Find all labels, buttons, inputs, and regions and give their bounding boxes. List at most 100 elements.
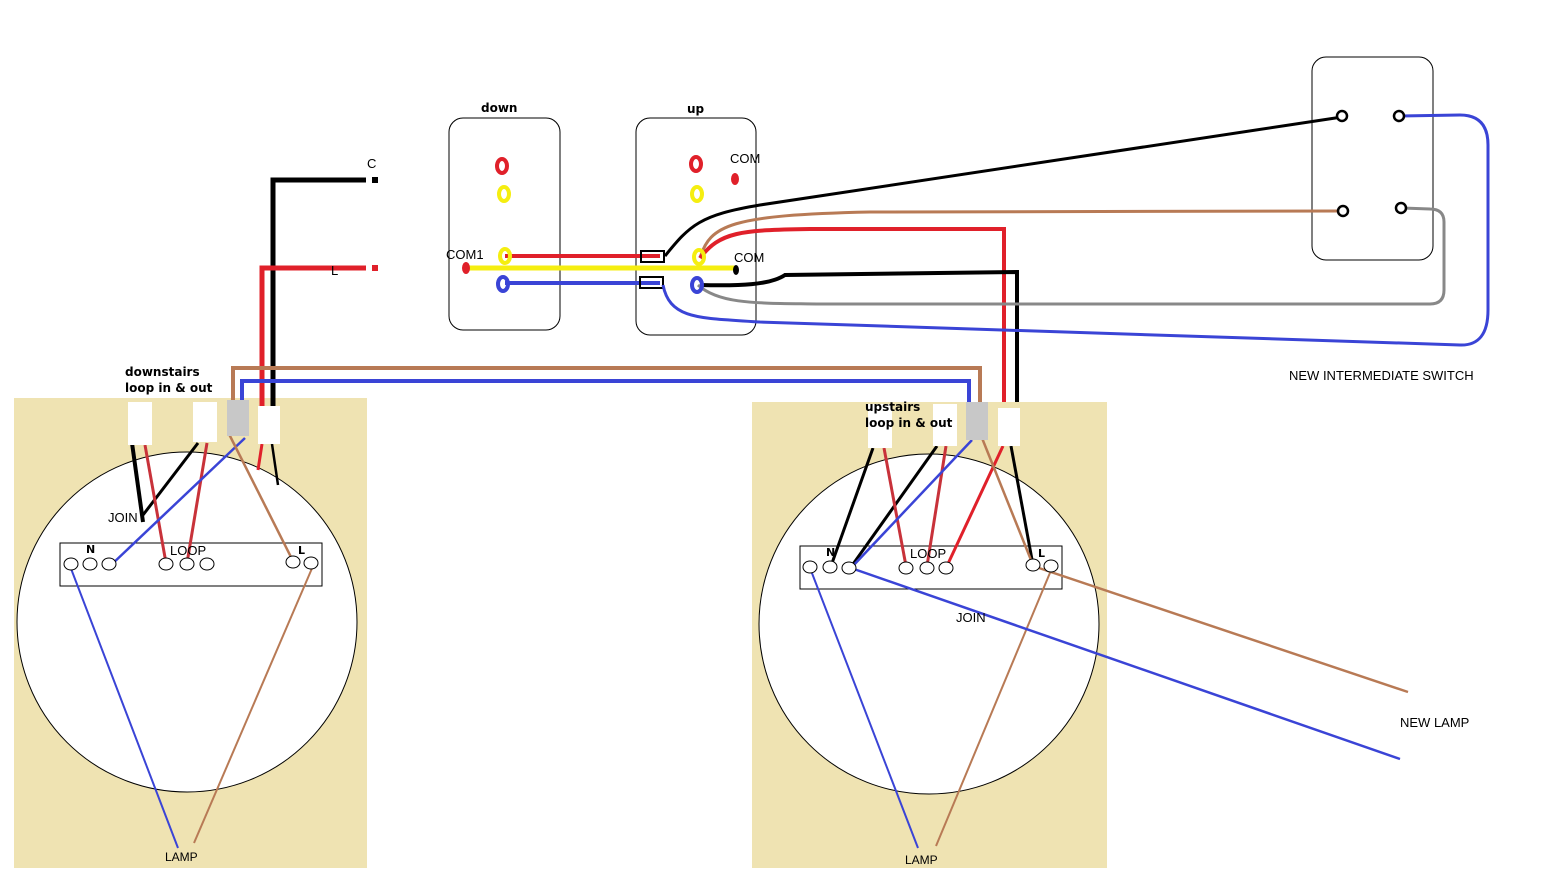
us-terminal-n1 <box>802 560 818 574</box>
us-terminal-n2 <box>822 560 838 574</box>
us-terminal-loop3 <box>938 561 954 575</box>
blue-link-wire <box>240 379 971 412</box>
us-connector-grey <box>966 402 988 440</box>
us-lamp-blue <box>809 567 919 849</box>
us-black-1 <box>829 447 875 567</box>
us-red-loop-1 <box>882 447 908 567</box>
up-com-terminal-black <box>733 265 739 275</box>
down-terminal-blue <box>496 275 510 293</box>
ds-red-loop-2 <box>185 442 209 564</box>
down-com1-terminal-red <box>462 262 470 274</box>
upstairs-lamp-label: LAMP <box>905 853 938 867</box>
connector-block-red <box>640 250 665 263</box>
up-black-wire-to-intermediate <box>663 115 1343 257</box>
feed-l-label: L <box>331 263 338 278</box>
downstairs-n-label: N <box>86 543 95 556</box>
down-switch-plate <box>448 117 561 331</box>
ds-terminal-l2 <box>303 556 319 570</box>
downstairs-title-line2: loop in & out <box>125 381 213 395</box>
ds-terminal-loop1 <box>158 557 174 571</box>
feed-c-label: C <box>367 156 376 171</box>
up-com-top-label: COM <box>730 151 760 166</box>
grey-wire-to-intermediate <box>696 206 1446 306</box>
intermediate-terminal-2 <box>1392 109 1406 123</box>
upstairs-title-line1: upstairs <box>865 400 920 414</box>
upstairs-title-line2: loop in & out <box>865 416 953 430</box>
up-switch-plate <box>635 117 757 336</box>
ds-terminal-n2 <box>82 557 98 571</box>
downstairs-l-label: L <box>298 544 305 557</box>
ds-lamp-blue <box>69 565 179 849</box>
us-terminal-loop2 <box>919 561 935 575</box>
down-terminal-com1 <box>498 247 512 265</box>
down-terminal-red <box>495 157 509 175</box>
ds-connector-1 <box>128 402 152 445</box>
intermediate-terminal-3 <box>1336 204 1350 218</box>
ds-lamp-brown <box>193 565 314 844</box>
up-black-wire <box>699 269 1019 402</box>
upstairs-l-label: L <box>1038 547 1045 560</box>
ds-black-join-1 <box>130 442 145 523</box>
us-lamp-brown <box>935 567 1053 847</box>
down-switch-label: down <box>481 101 517 115</box>
down-terminal-yellow <box>497 185 511 203</box>
downstairs-join-label: JOIN <box>108 510 138 525</box>
new-lamp-blue-wire <box>850 566 1401 761</box>
downstairs-lamp-label: LAMP <box>165 850 198 864</box>
us-connector-2 <box>933 404 957 446</box>
feed-red-wire <box>259 265 366 410</box>
feed-black-wire <box>270 177 366 410</box>
ds-terminals <box>63 555 319 571</box>
feed-red-end <box>372 265 378 271</box>
downstairs-title-line1: downstairs <box>125 365 200 379</box>
intermediate-switch-label: NEW INTERMEDIATE SWITCH <box>1289 368 1474 383</box>
ds-red-feed <box>256 443 264 471</box>
ds-connector-4 <box>258 406 280 444</box>
us-connector-1 <box>868 404 892 448</box>
ds-brown-live <box>227 433 295 562</box>
up-switch-label: up <box>687 102 705 116</box>
blue-wire-to-intermediate <box>661 113 1490 347</box>
ds-terminal-l1 <box>285 555 301 569</box>
intermediate-terminal-4 <box>1394 201 1408 215</box>
downstairs-loop-label: LOOP <box>170 543 206 558</box>
upstairs-join-label: JOIN <box>956 610 986 625</box>
us-terminal-l2 <box>1043 559 1059 573</box>
downstairs-ceiling-rose <box>16 451 358 793</box>
ds-black-feed <box>270 443 280 486</box>
ds-black-join-2 <box>141 442 200 516</box>
ds-terminal-n1 <box>63 557 79 571</box>
up-terminal-red <box>689 155 703 173</box>
intermediate-switch-plate <box>1311 56 1434 261</box>
up-com-terminal-red <box>731 173 739 185</box>
connector-block-blue <box>639 276 664 289</box>
ds-connector-2 <box>193 402 217 442</box>
up-red-wire <box>698 227 1006 402</box>
up-brown-wire-to-intermediate <box>698 209 1343 259</box>
us-terminal-loop1 <box>898 561 914 575</box>
us-terminal-l1 <box>1025 558 1041 572</box>
us-terminals <box>802 558 1059 575</box>
new-lamp-brown-wire <box>1032 564 1409 694</box>
ds-terminal-loop2 <box>179 557 195 571</box>
intermediate-terminal-1 <box>1335 109 1349 123</box>
us-blue-neutral <box>850 439 973 569</box>
us-terminal-n3 <box>841 561 857 575</box>
brown-link-wire <box>231 366 982 412</box>
us-brown-live <box>980 437 1035 566</box>
upstairs-loop-label: LOOP <box>910 546 946 561</box>
us-black-feed <box>1009 445 1035 566</box>
ds-connector-grey <box>227 400 249 436</box>
feed-black-end <box>372 177 378 183</box>
upstairs-n-label: N <box>826 546 835 559</box>
up-terminal-com <box>692 248 706 266</box>
upstairs-ceiling-rose <box>758 453 1100 795</box>
down-com1-label: COM1 <box>446 247 484 262</box>
ds-terminal-n3 <box>101 557 117 571</box>
up-terminal-blue <box>690 276 704 294</box>
ds-terminal-loop3 <box>199 557 215 571</box>
up-com-mid-label: COM <box>734 250 764 265</box>
us-red-loop-2 <box>925 445 948 567</box>
ds-blue-neutral <box>109 437 246 567</box>
us-connector-4 <box>998 408 1020 446</box>
